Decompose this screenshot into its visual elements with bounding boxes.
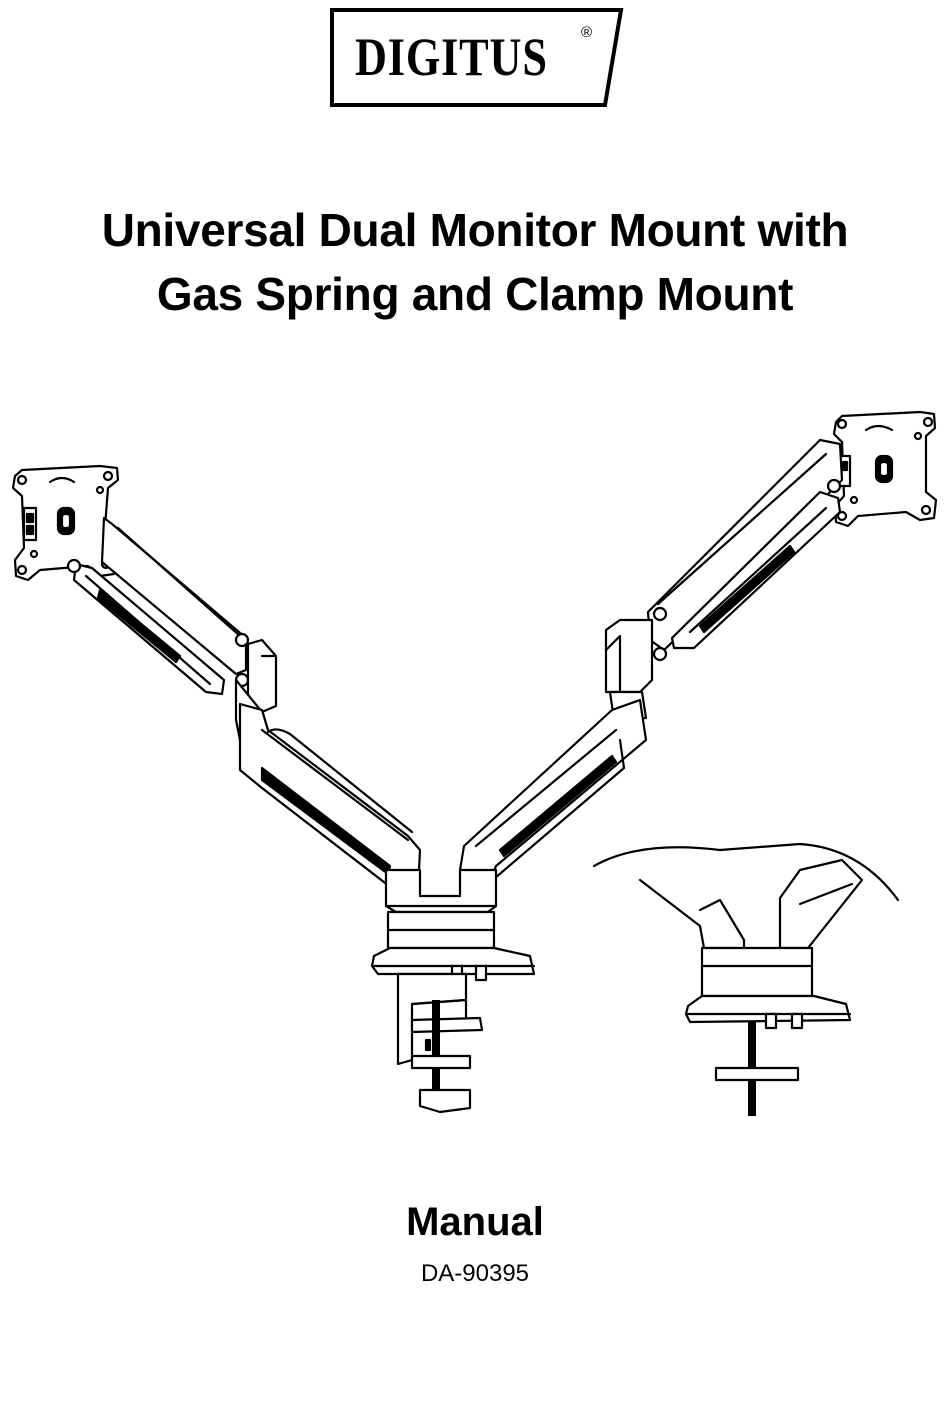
brand-logo: DIGITUS ® (329, 7, 624, 108)
title-line-1: Universal Dual Monitor Mount with (0, 198, 950, 262)
dual-monitor-arm-drawing-icon (0, 400, 950, 1130)
registered-mark: ® (581, 25, 592, 40)
left-lower-arm (240, 704, 420, 896)
document-title: Universal Dual Monitor Mount with Gas Sp… (0, 198, 950, 326)
model-number: DA-90395 (0, 1257, 950, 1291)
right-lower-arm (460, 700, 646, 894)
manual-heading: Manual (0, 1196, 950, 1248)
center-pole-and-clamp (372, 870, 534, 1112)
title-line-2: Gas Spring and Clamp Mount (0, 262, 950, 326)
right-upper-arm (648, 440, 842, 660)
grommet-mount-detail (594, 844, 898, 1116)
brand-name: DIGITUS (355, 27, 548, 87)
right-vesa-plate (834, 412, 936, 526)
